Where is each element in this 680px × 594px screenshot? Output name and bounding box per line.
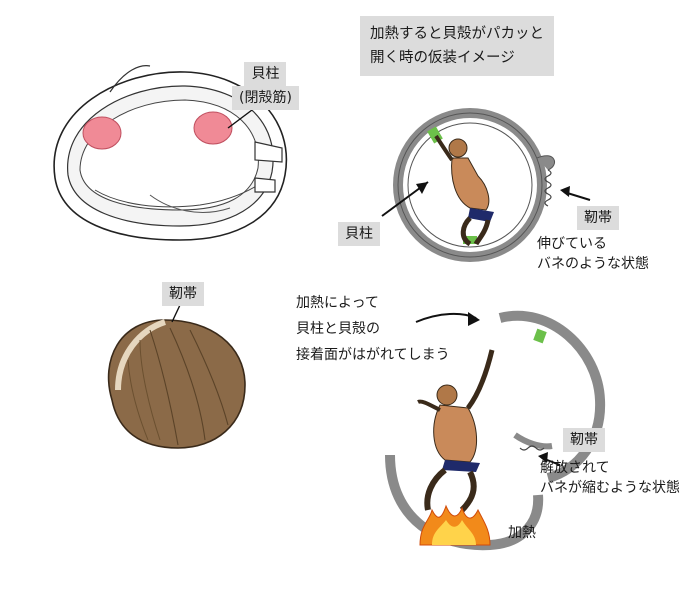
adductor-closed-tag: 貝柱	[338, 222, 380, 246]
clam-interior-illustration	[53, 65, 288, 241]
adductor-muscle-left	[82, 116, 122, 150]
spring-released-text: 解放されて バネが縮むような状態	[540, 458, 680, 498]
peel-line-2: 貝柱と貝殻の	[296, 321, 380, 337]
title-line-1: 加熱すると貝殻がパカッと	[370, 26, 544, 42]
clam-icon	[107, 304, 246, 449]
ligament-closed-tag: 靭帯	[577, 206, 619, 230]
title-box: 加熱すると貝殻がパカッと 開く時の仮装イメージ	[360, 16, 554, 76]
flame-icon	[419, 504, 491, 546]
closed-shell-ring-diagram	[381, 108, 591, 262]
spring-stretched-line-2: バネのような状態	[537, 256, 649, 272]
ligament-open-tag: 靭帯	[563, 428, 605, 452]
spring-stretched-text: 伸びている バネのような状態	[537, 234, 649, 274]
adductor-top-label: 貝柱 (閉殻筋)	[232, 62, 299, 110]
adductor-top-tag: 貝柱	[244, 62, 287, 86]
heat-label: 加熱	[508, 525, 536, 541]
spring-icon	[544, 169, 552, 207]
spring-released-line-2: バネが縮むような状態	[540, 480, 680, 496]
human-figure-icon	[434, 134, 494, 247]
ligament-shell-tag: 靭帯	[162, 282, 204, 306]
peel-text: 加熱によって 貝柱と貝殻の 接着面がはがれてしまう	[296, 290, 450, 368]
adductor-top-sub: (閉殻筋)	[232, 86, 299, 110]
spring-stretched-line-1: 伸びている	[537, 236, 607, 252]
human-figure-icon	[417, 349, 495, 513]
spring-released-line-1: 解放されて	[540, 460, 610, 476]
adductor-muscle-right	[193, 111, 233, 145]
peel-line-1: 加熱によって	[296, 295, 379, 311]
peel-line-3: 接着面がはがれてしまう	[296, 347, 450, 363]
title-line-2: 開く時の仮装イメージ	[370, 50, 515, 66]
